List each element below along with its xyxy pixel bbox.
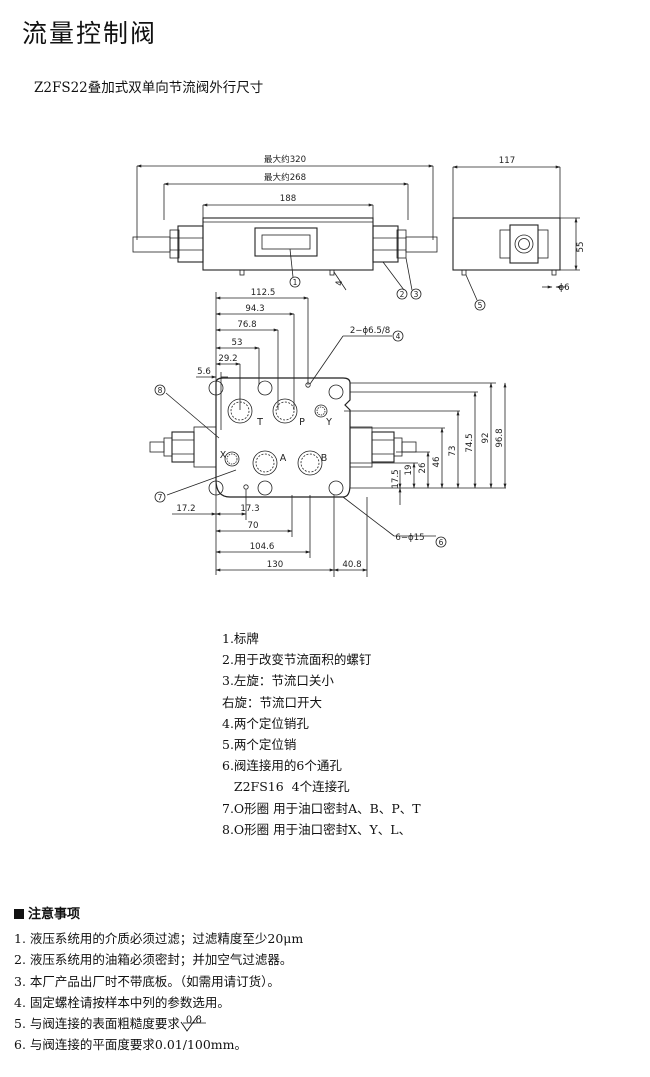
front-view	[149, 292, 507, 577]
dim-55: 55	[576, 242, 586, 253]
callout-7: 7	[158, 493, 163, 502]
port-a-label: A	[280, 453, 287, 464]
callout-4: 4	[396, 332, 401, 341]
dim-v-46: 46	[432, 457, 442, 468]
notes-heading-text: 注意事项	[28, 907, 81, 922]
dim-v-26: 26	[418, 463, 428, 474]
dim-188: 188	[280, 194, 296, 204]
callout-8: 8	[158, 386, 163, 395]
legend-item: 4.两个定位销孔	[222, 715, 309, 731]
dim-104-6: 104.6	[250, 542, 275, 552]
callout-5: 5	[478, 301, 483, 310]
note-item: 2. 液压系统用的油箱必须密封；并加空气过滤器。	[14, 952, 293, 968]
valve-dimension-drawing: 最大约320 最大约268 188 117 55 4 ϕ6 112.5 94.3…	[132, 153, 586, 577]
callout-6: 6	[439, 538, 444, 547]
parts-legend: 1.标牌 2.用于改变节流面积的螺钉 3.左旋：节流口关小 右旋：节流口开大 4…	[222, 628, 421, 840]
dim-29-2: 29.2	[218, 354, 237, 364]
legend-item: 5.两个定位销	[222, 737, 297, 753]
callout-2: 2	[400, 290, 405, 299]
dim-76-8: 76.8	[237, 320, 256, 330]
dim-70: 70	[248, 521, 259, 531]
dim-117: 117	[499, 156, 515, 166]
dim-max-268: 最大约268	[264, 171, 306, 183]
legend-item: 3.左旋：节流口关小	[222, 673, 334, 689]
legend-item: 6.阀连接用的6个通孔	[222, 758, 342, 774]
legend-item: 1.标牌	[222, 631, 259, 646]
note-item: 4. 固定螺栓请按样本中列的参数选用。	[14, 994, 230, 1010]
legend-item: 右旋：节流口开大	[222, 694, 323, 710]
dim-130: 130	[267, 560, 283, 570]
legend-item: 8.O形圈 用于油口密封X、Y、L、	[222, 821, 412, 837]
dim-holes-6: 6−ϕ15	[395, 533, 424, 543]
dim-v-92: 92	[481, 433, 491, 444]
dim-5-6: 5.6	[197, 367, 211, 377]
port-p-label: P	[299, 417, 305, 428]
dim-53: 53	[232, 338, 243, 348]
dim-v-73: 73	[448, 446, 458, 457]
dim-17-3: 17.3	[240, 504, 259, 514]
dim-max-320: 最大约320	[264, 153, 306, 165]
legend-item: Z2FS16 4个连接孔	[222, 779, 350, 795]
dim-v-96-8: 96.8	[495, 428, 505, 447]
page-title: 流量控制阀	[22, 19, 158, 48]
note-item-text: 5. 与阀连接的表面粗糙度要求	[14, 1016, 180, 1032]
dim-40-8: 40.8	[342, 560, 361, 570]
dim-94-3: 94.3	[245, 304, 264, 314]
port-x-label: X	[220, 450, 227, 461]
side-view	[132, 164, 580, 301]
dim-4: 4	[335, 280, 345, 285]
notes-list: 1. 液压系统用的介质必须过滤；过滤精度至少20μm 2. 液压系统用的油箱必须…	[14, 928, 303, 1056]
dim-holes-2: 2−ϕ6.5/8	[350, 326, 390, 336]
dim-17-2: 17.2	[176, 504, 195, 514]
legend-item: 7.O形圈 用于油口密封A、B、P、T	[222, 800, 421, 816]
dim-v-74-5: 74.5	[465, 433, 475, 452]
notes-heading: 注意事项	[14, 903, 80, 922]
port-y-label: Y	[325, 417, 332, 428]
square-bullet-icon	[14, 909, 24, 919]
page-subtitle: Z2FS22叠加式双单向节流阀外行尺寸	[34, 80, 264, 96]
roughness-symbol-icon: 0.8	[180, 1013, 214, 1032]
note-item-roughness: 5. 与阀连接的表面粗糙度要求 0.8	[14, 1013, 303, 1034]
dim-v-19: 19	[404, 465, 414, 476]
port-b-label: B	[321, 453, 328, 464]
dim-phi6: ϕ6	[558, 283, 569, 293]
note-item: 1. 液压系统用的介质必须过滤；过滤精度至少20μm	[14, 931, 304, 946]
dim-112-5: 112.5	[251, 288, 276, 298]
dim-v-17-5: 17.5	[391, 469, 401, 488]
note-item: 6. 与阀连接的平面度要求0.01/100mm。	[14, 1037, 248, 1053]
callout-1: 1	[293, 278, 298, 287]
port-t-label: T	[256, 417, 263, 428]
legend-item: 2.用于改变节流面积的螺钉	[222, 652, 372, 668]
callout-3: 3	[414, 290, 419, 299]
note-item: 3. 本厂产品出厂时不带底板。（如需用请订货）。	[14, 973, 280, 989]
roughness-value: 0.8	[185, 1015, 202, 1027]
